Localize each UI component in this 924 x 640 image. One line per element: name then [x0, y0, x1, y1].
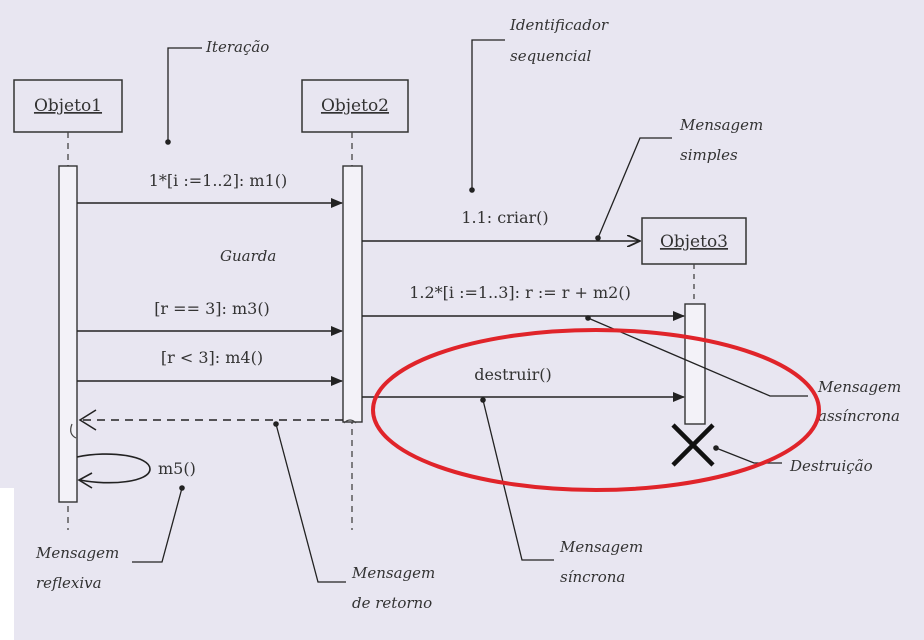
annotation-retorno-line1: Mensagem [351, 564, 435, 582]
highlight-ellipse [371, 328, 821, 492]
annotation-reflexiva-line1: Mensagem [35, 544, 119, 562]
activation-object2 [342, 165, 363, 423]
message-destruir-label: destruir() [474, 365, 552, 384]
annotation-sincrona-line1: Mensagem [559, 538, 643, 556]
annotation-destruicao: Destruição [789, 457, 873, 475]
annotation-sincrona-line2: síncrona [560, 568, 625, 586]
message-m2-label: 1.2*[i :=1..3]: r := r + m2() [409, 283, 631, 302]
object3-label: Objeto3 [660, 232, 728, 252]
annotation-identificador-line1: Identificador [509, 16, 609, 34]
leader-retorno [275, 423, 346, 583]
leader-destruicao-dot [713, 445, 719, 451]
annotation-reflexiva-line2: reflexiva [36, 574, 102, 592]
message-m3-label: [r == 3]: m3() [154, 299, 270, 318]
leader-simples [597, 137, 672, 239]
leader-sincrona [482, 399, 554, 561]
annotation-iteracao: Iteração [205, 38, 269, 56]
annotation-assincrona-line2: assíncrona [818, 407, 900, 425]
leader-simples-dot [595, 235, 601, 241]
message-m5-label: m5() [158, 459, 196, 478]
destruction-x-stroke-2 [671, 423, 715, 467]
leader-reflexiva-dot [179, 485, 185, 491]
activation-object1 [58, 165, 78, 503]
object1-label: Objeto1 [34, 96, 102, 116]
message-criar-label: 1.1: criar() [461, 208, 548, 227]
annotation-identificador-line2: sequencial [510, 47, 592, 65]
return-end-mark [70, 423, 77, 439]
reflexive-message-loop [76, 453, 151, 484]
annotation-simples-line1: Mensagem [679, 116, 763, 134]
leader-assincrona-dot [585, 315, 591, 321]
object2-label: Objeto2 [321, 96, 389, 116]
reflexive-arrowhead [77, 472, 93, 489]
annotation-retorno-line2: de retorno [352, 594, 432, 612]
leader-identificador [471, 39, 505, 190]
corner-patch [0, 488, 14, 640]
annotation-guarda: Guarda [220, 247, 276, 265]
leader-identificador-dot [469, 187, 475, 193]
leader-assincrona [587, 317, 808, 397]
annotation-assincrona-line1: Mensagem [817, 378, 901, 396]
leader-retorno-dot [273, 421, 279, 427]
leader-iteracao-dot [165, 139, 171, 145]
message-m1-label: 1*[i :=1..2]: m1() [149, 171, 288, 190]
message-m4-label: [r < 3]: m4() [161, 348, 263, 367]
annotation-simples-line2: simples [680, 146, 738, 164]
leader-reflexiva [132, 487, 183, 563]
leader-iteracao [167, 47, 202, 142]
leader-destruicao [715, 447, 782, 464]
leader-sincrona-dot [480, 397, 486, 403]
object2-box [301, 79, 409, 133]
return-start-mark [343, 419, 357, 424]
return-message-arrowhead [78, 409, 97, 431]
